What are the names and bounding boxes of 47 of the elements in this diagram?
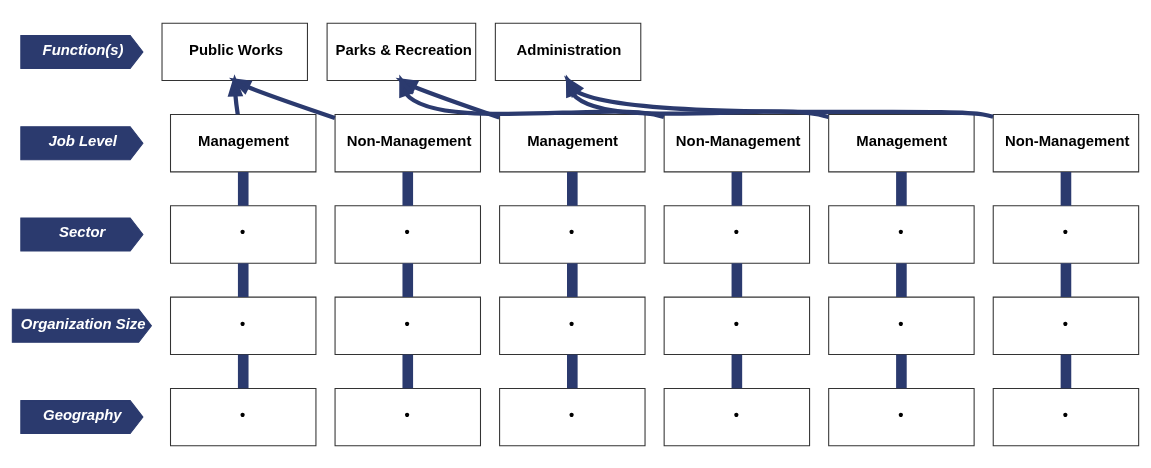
connector bbox=[1060, 262, 1072, 297]
node-box: • bbox=[663, 387, 811, 446]
connector bbox=[731, 262, 743, 297]
node-box: • bbox=[499, 204, 646, 264]
node-box: • bbox=[499, 296, 646, 355]
node-box: • bbox=[992, 204, 1140, 264]
node-box: Public Works bbox=[161, 22, 308, 81]
node-box: • bbox=[334, 204, 481, 264]
connector bbox=[402, 262, 414, 297]
connector bbox=[896, 171, 907, 206]
node-box: Management bbox=[170, 113, 317, 172]
arrow bbox=[228, 77, 336, 120]
node-box: • bbox=[170, 296, 317, 355]
node-box: Administration bbox=[494, 22, 642, 81]
node-box: • bbox=[992, 387, 1140, 446]
node-box: • bbox=[663, 204, 811, 264]
node-box: Non-Management bbox=[663, 113, 811, 172]
connector bbox=[896, 354, 907, 388]
connector bbox=[731, 354, 743, 388]
node-box: • bbox=[992, 296, 1140, 355]
node-box: Management bbox=[828, 113, 975, 172]
connector bbox=[567, 262, 578, 297]
connector bbox=[402, 354, 414, 388]
node-box: • bbox=[334, 387, 481, 446]
node-box: • bbox=[663, 296, 811, 355]
connector bbox=[237, 354, 249, 388]
connector bbox=[567, 171, 578, 206]
connector bbox=[1060, 171, 1072, 206]
node-box: • bbox=[170, 387, 317, 446]
node-box: Non-Management bbox=[992, 113, 1140, 172]
node-box: Management bbox=[499, 113, 646, 172]
connector bbox=[1060, 354, 1072, 388]
node-box: Non-Management bbox=[334, 113, 481, 172]
connector bbox=[731, 171, 743, 206]
connector bbox=[402, 171, 414, 206]
node-box: • bbox=[828, 387, 975, 446]
connector bbox=[237, 171, 249, 206]
node-box: • bbox=[499, 387, 646, 446]
node-box: Parks & Recreation bbox=[326, 22, 477, 81]
node-box: • bbox=[170, 204, 317, 264]
node-box: • bbox=[828, 296, 975, 355]
node-box: • bbox=[828, 204, 975, 264]
connector bbox=[237, 262, 249, 297]
connector bbox=[896, 262, 907, 297]
node-box: • bbox=[334, 296, 481, 355]
arrow bbox=[227, 73, 244, 115]
connector bbox=[567, 354, 578, 388]
